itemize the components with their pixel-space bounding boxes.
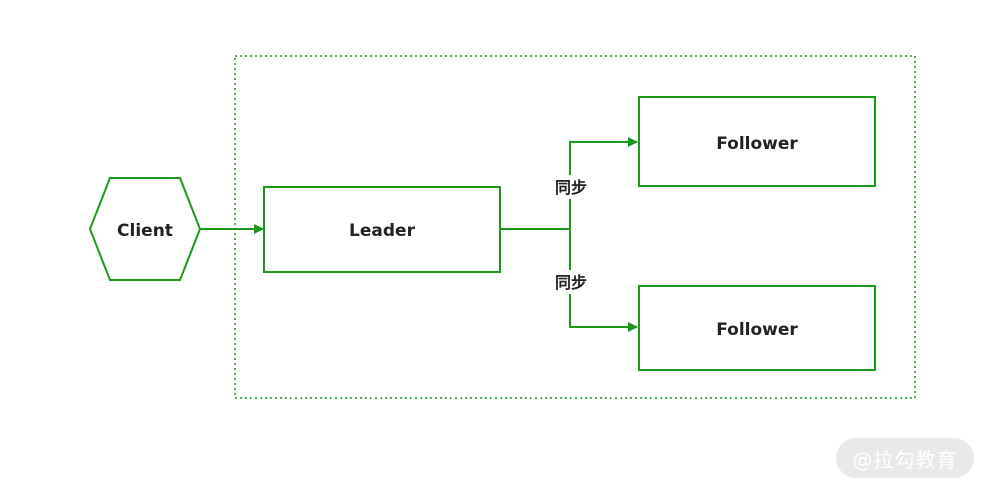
sync-bottom-label-bg [552, 270, 590, 294]
sync-top-label: 同步 [555, 178, 587, 197]
leader-box [263, 186, 501, 273]
follower-bottom-node: Follower [638, 285, 876, 371]
watermark-text: @拉勾教育 [852, 447, 958, 472]
cluster-boundary [234, 55, 916, 399]
follower-bottom-label: Follower [716, 320, 798, 340]
sync-bottom-arrow [569, 229, 638, 332]
follower-top-node: Follower [638, 96, 876, 187]
client-node: Client [88, 177, 202, 281]
leader-label: Leader [349, 221, 416, 241]
sync-bottom-label: 同步 [555, 273, 587, 292]
follower-top-box [638, 96, 876, 187]
leader-node: Leader [263, 186, 501, 273]
sync-top-arrow [569, 137, 638, 229]
sync-top-label-bg [552, 175, 590, 199]
client-label: Client [117, 221, 173, 241]
follower-bottom-box [638, 285, 876, 371]
watermark-badge: @拉勾教育 [836, 438, 974, 478]
follower-top-label: Follower [716, 134, 798, 154]
